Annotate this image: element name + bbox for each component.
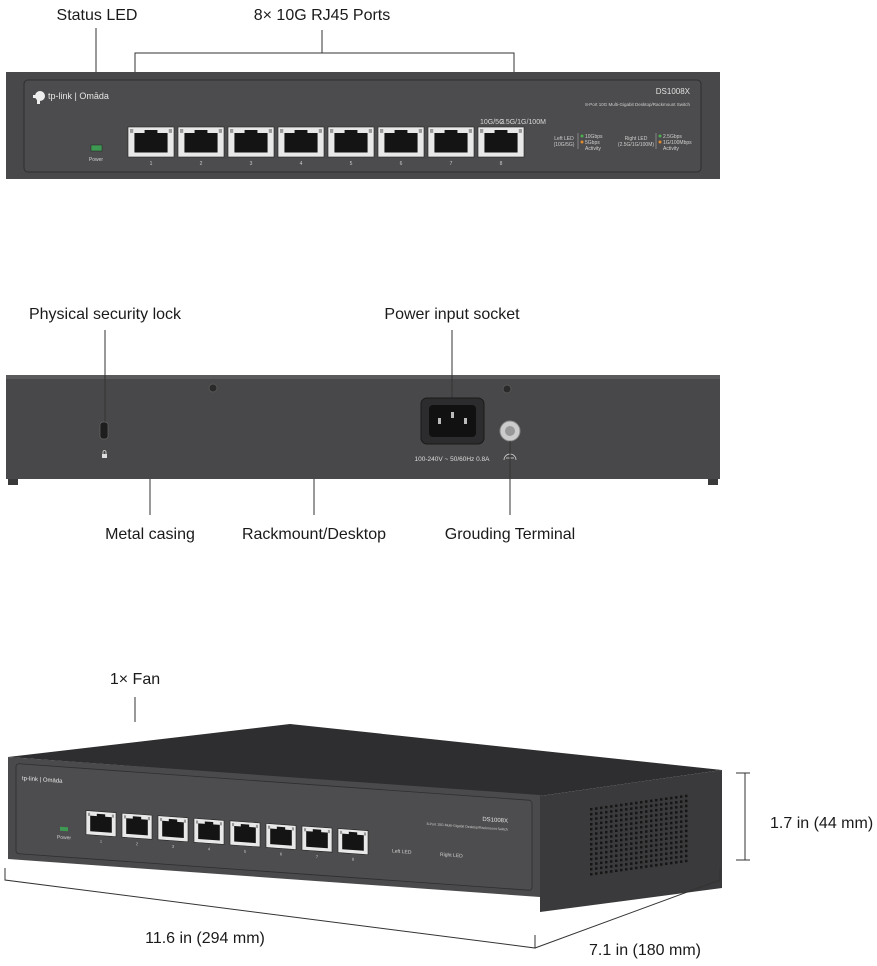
power-rating: 100-240V ~ 50/60Hz 0.8A <box>415 456 491 463</box>
port-number: 8 <box>352 857 355 862</box>
rj45-port-3: 3 <box>227 126 275 167</box>
screw-icon <box>502 384 512 394</box>
svg-text:8-Port 10G Multi-Gigabit Deskt: 8-Port 10G Multi-Gigabit Desktop/Rackmou… <box>427 822 508 832</box>
svg-text:Left LED: Left LED <box>554 136 574 142</box>
dimension-depth: 7.1 in (180 mm) <box>589 942 701 959</box>
svg-text:Activity: Activity <box>585 146 601 152</box>
svg-text:Power: Power <box>57 834 71 841</box>
rear-view: Physical security lock Power input socke… <box>6 306 720 543</box>
svg-text:(10G/5G): (10G/5G) <box>554 142 575 148</box>
rj45-port-1: 1 <box>127 126 175 167</box>
callout-ports: 8× 10G RJ45 Ports <box>254 7 391 24</box>
svg-text:(2.5G/1G/100M): (2.5G/1G/100M) <box>618 142 654 148</box>
rj45-port-2: 2 <box>177 126 225 167</box>
security-lock-slot <box>99 421 109 440</box>
port-number: 5 <box>350 161 353 167</box>
top-face <box>8 724 722 796</box>
svg-text:tp-link | Omāda: tp-link | Omāda <box>48 91 109 101</box>
model-subtitle: 8-Port 10G Multi-Gigabit Desktop/Rackmou… <box>585 102 690 107</box>
fan-vent-grille <box>590 794 688 876</box>
port-number: 1 <box>150 161 153 167</box>
port-number: 2 <box>136 841 139 846</box>
port-group: 1 2 3 4 5 6 7 8 <box>127 126 525 167</box>
rj45-port-2: 2 <box>121 812 153 846</box>
side-face <box>540 770 722 912</box>
callout-grounding: Grouding Terminal <box>445 526 575 543</box>
port-number: 5 <box>244 849 247 854</box>
port-number: 2 <box>200 161 203 167</box>
front-view: Status LED 8× 10G RJ45 Ports tp-link | O… <box>6 7 720 179</box>
rj45-port-1: 1 <box>85 810 117 844</box>
power-led <box>90 144 103 152</box>
rj45-port-7: 7 <box>301 825 333 859</box>
callout-fan: 1× Fan <box>110 671 160 688</box>
port8-right-label: 2.5G/1G/100M <box>500 119 546 126</box>
svg-text:2.5Gbps: 2.5Gbps <box>663 134 682 140</box>
port-number: 4 <box>208 846 211 851</box>
rj45-port-3: 3 <box>157 815 189 849</box>
lock-icon <box>102 450 107 458</box>
front-bezel <box>23 79 702 173</box>
port-number: 7 <box>450 161 453 167</box>
port-number: 1 <box>100 839 103 844</box>
rj45-port-4: 4 <box>193 817 225 851</box>
callout-security-lock: Physical security lock <box>29 306 182 323</box>
rj45-port-5: 5 <box>327 126 375 167</box>
dimension-lines <box>4 868 721 949</box>
callout-metal-casing: Metal casing <box>105 526 195 543</box>
svg-text:5Gbps: 5Gbps <box>585 140 600 146</box>
port-number: 4 <box>300 161 303 167</box>
screw-icon <box>208 383 218 393</box>
tp-link-logo: tp-link | Omāda <box>33 91 109 104</box>
model-name: DS1008X <box>656 87 691 96</box>
rear-panel <box>6 375 720 479</box>
dimension-width: 11.6 in (294 mm) <box>145 930 265 947</box>
rj45-port-7: 7 <box>427 126 475 167</box>
rj45-port-4: 4 <box>277 126 325 167</box>
port-number: 7 <box>316 854 319 859</box>
svg-text:DS1008X: DS1008X <box>482 817 508 825</box>
svg-text:Activity: Activity <box>663 146 679 152</box>
rj45-port-6: 6 <box>265 823 297 857</box>
rj45-port-8: 8 <box>337 828 369 862</box>
callout-rackmount: Rackmount/Desktop <box>242 526 386 543</box>
iso-view: 1× Fan tp-link | Omāda Power 1 2 3 4 5 6 7 8 DS… <box>4 671 873 959</box>
port-number: 6 <box>400 161 403 167</box>
rj45-port-6: 6 <box>377 126 425 167</box>
svg-text:10Gbps: 10Gbps <box>585 134 603 140</box>
right-led-legend: Right LED (2.5G/1G/100M) 2.5Gbps 1G/100M… <box>618 133 692 152</box>
svg-text:tp-link | Omāda: tp-link | Omāda <box>22 776 63 785</box>
port-number: 3 <box>250 161 253 167</box>
svg-text:1G/100Mbps: 1G/100Mbps <box>663 140 692 146</box>
callout-power-socket: Power input socket <box>384 306 520 323</box>
power-label: Power <box>89 157 104 163</box>
port8-left-label: 10G/5G <box>480 119 505 126</box>
svg-text:Right LED: Right LED <box>625 136 648 142</box>
rj45-port-8: 8 <box>477 126 525 167</box>
callout-status-led: Status LED <box>57 7 138 24</box>
dimension-height: 1.7 in (44 mm) <box>770 815 873 832</box>
rj45-port-5: 5 <box>229 820 261 854</box>
svg-text:Left LED: Left LED <box>392 848 412 855</box>
port-number: 8 <box>500 161 503 167</box>
svg-text:Right LED: Right LED <box>440 852 463 860</box>
port-number: 6 <box>280 851 283 856</box>
port-number: 3 <box>172 844 175 849</box>
front-face: tp-link | Omāda Power 1 2 3 4 5 6 7 8 DS1008X 8… <box>8 757 540 897</box>
left-led-legend: Left LED (10G/5G) 10Gbps 5Gbps Activity <box>554 133 603 152</box>
